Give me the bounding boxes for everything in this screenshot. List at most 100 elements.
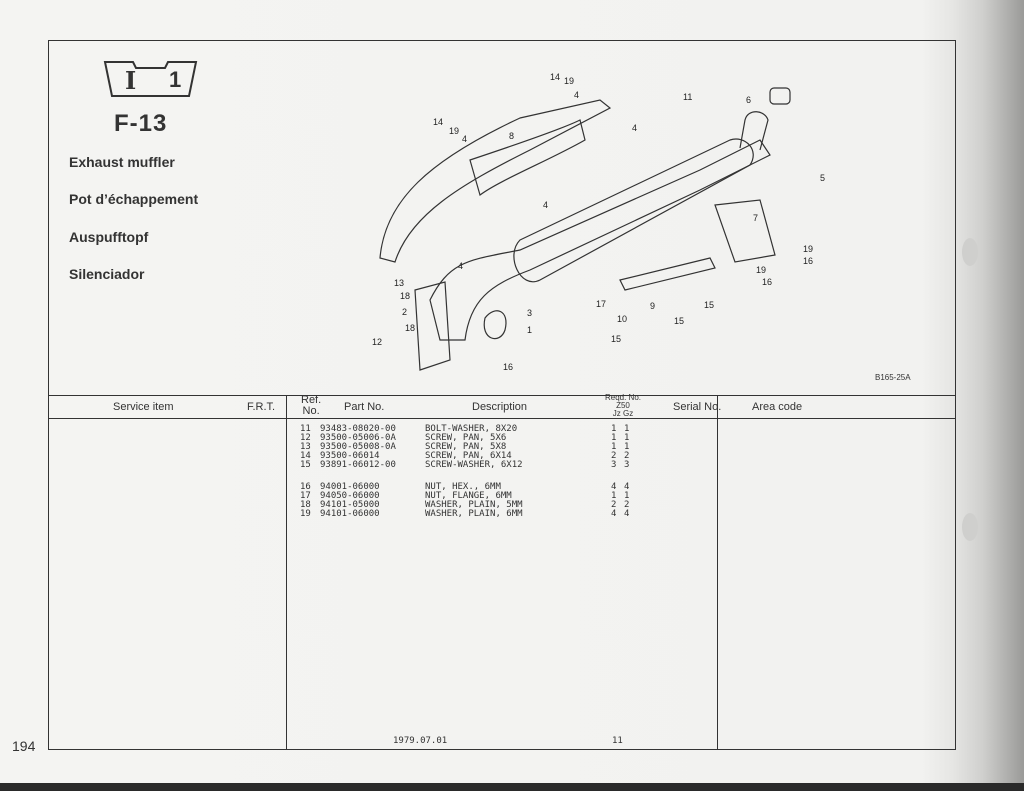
header-reqd: Reqd. No.: [604, 393, 642, 402]
callout: 8: [509, 131, 515, 141]
title-french: Pot d’échappement: [69, 191, 199, 207]
callout: 19: [803, 244, 814, 254]
part-description: SCREW-WASHER, 6X12: [425, 460, 523, 470]
part-number: 93891-06012-00: [320, 460, 396, 470]
header-frt: F.R.T.: [247, 401, 276, 413]
table-top-divider: [48, 395, 956, 396]
title-english: Exhaust muffler: [69, 154, 175, 170]
qty-jz: 4: [611, 482, 617, 492]
header-no: No.: [302, 405, 320, 417]
callout: 4: [632, 123, 638, 133]
qty-gz: 1: [624, 433, 630, 443]
header-model: Z50: [616, 401, 630, 410]
ref-number: 11: [300, 424, 311, 434]
ref-number: 14: [300, 451, 311, 461]
gasket: [483, 310, 507, 340]
qty-jz: 4: [611, 509, 617, 519]
callout: 2: [402, 307, 408, 317]
qty-gz: 4: [624, 482, 630, 492]
section-badge: I 1: [103, 60, 198, 98]
part-number: 93500-06014: [320, 451, 380, 461]
part-description: BOLT-WASHER, 8X20: [425, 424, 518, 434]
part-number: 94050-06000: [320, 491, 380, 501]
qty-jz: 2: [611, 451, 617, 461]
qty-jz: 1: [611, 433, 617, 443]
mount-plate: [414, 281, 451, 371]
binding-hole: [962, 238, 978, 266]
header-description: Description: [472, 401, 528, 413]
callout: 16: [503, 362, 514, 372]
callout: 7: [753, 213, 759, 223]
qty-gz: 1: [624, 442, 630, 452]
callout: 6: [746, 95, 752, 105]
column-divider: [717, 395, 718, 750]
callout: 4: [543, 200, 549, 210]
bracket-plate: [619, 257, 716, 291]
qty-jz: 3: [611, 460, 617, 470]
table-header-divider: [48, 418, 956, 419]
callout: 11: [683, 92, 693, 102]
header-part-no: Part No.: [344, 401, 385, 413]
callout: 15: [674, 316, 685, 326]
callout: 9: [650, 301, 656, 311]
qty-jz: 1: [611, 424, 617, 434]
heat-shield: [379, 99, 612, 263]
callout: 18: [405, 323, 416, 333]
callout: 19: [449, 126, 460, 136]
title-spanish: Silenciador: [69, 266, 145, 282]
callout: 10: [617, 314, 628, 324]
qty-jz: 1: [611, 491, 617, 501]
part-number: 94001-06000: [320, 482, 380, 492]
header-ref: Ref.: [301, 394, 322, 406]
callout: 5: [820, 173, 826, 183]
callout: 13: [394, 278, 405, 288]
part-number: 93483-08020-00: [320, 424, 396, 434]
callout: 4: [462, 134, 468, 144]
exploded-diagram: [379, 87, 791, 371]
part-number: 94101-05000: [320, 500, 380, 510]
ref-number: 19: [300, 509, 311, 519]
ref-number: 15: [300, 460, 311, 470]
callout: 17: [596, 299, 607, 309]
qty-jz: 1: [611, 442, 617, 452]
header-serial-no: Serial No.: [673, 401, 722, 413]
callout: 15: [611, 334, 622, 344]
part-description: SCREW, PAN, 5X8: [425, 442, 507, 452]
callout: 14: [433, 117, 444, 127]
footer-date: 1979.07.01: [393, 736, 448, 746]
figure-code: F-13: [114, 110, 168, 137]
binding-hole: [962, 513, 978, 541]
callout: 16: [803, 256, 814, 266]
ref-number: 13: [300, 442, 311, 452]
qty-gz: 2: [624, 451, 630, 461]
qty-gz: 2: [624, 500, 630, 510]
callout: 1: [527, 325, 533, 335]
section-roman: I: [125, 66, 137, 95]
callout: 14: [550, 72, 561, 82]
part-number: 93500-05008-0A: [320, 442, 396, 452]
ref-number: 16: [300, 482, 311, 492]
header-service-item: Service item: [113, 401, 174, 413]
section-number: 1: [169, 67, 182, 92]
header-ref-no: Ref.No.: [301, 395, 321, 417]
callout: 19: [564, 76, 575, 86]
ref-number: 17: [300, 491, 311, 501]
callout: 4: [574, 90, 580, 100]
part-description: SCREW, PAN, 6X14: [425, 451, 512, 461]
part-description: WASHER, PLAIN, 5MM: [425, 500, 523, 510]
header-area-code: Area code: [752, 401, 803, 413]
qty-gz: 3: [624, 460, 630, 470]
part-description: NUT, HEX., 6MM: [425, 482, 501, 492]
callout: 16: [762, 277, 773, 287]
muffler-cap: [769, 87, 791, 105]
part-number: 93500-05006-0A: [320, 433, 396, 443]
qty-gz: 1: [624, 424, 630, 434]
bracket: [714, 199, 776, 263]
exhaust-pipe: [429, 139, 771, 341]
callout: 15: [704, 300, 715, 310]
part-description: NUT, FLANGE, 6MM: [425, 491, 512, 501]
page-number: 194: [12, 738, 36, 754]
callout: 18: [400, 291, 411, 301]
part-number: 94101-06000: [320, 509, 380, 519]
